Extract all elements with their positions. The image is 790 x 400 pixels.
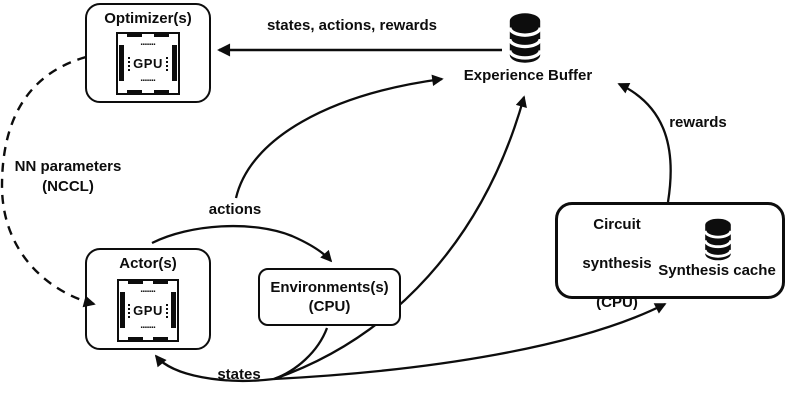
environments-node: Environments(s) (CPU) xyxy=(258,268,401,326)
edge-states-to-actor xyxy=(154,354,275,382)
actor-title: Actor(s) xyxy=(119,255,177,272)
circuit-synthesis-node: Circuit synthesis (CPU) Synthesis cache xyxy=(555,202,785,311)
database-icon xyxy=(508,13,542,63)
gpu-label: GPU xyxy=(128,303,168,318)
database-icon xyxy=(703,218,733,261)
edge-synthesis-to-buffer xyxy=(617,82,672,203)
circuit-synthesis-title: Circuit synthesis (CPU) xyxy=(582,216,652,311)
edge-actor-to-environments xyxy=(151,224,333,263)
edge-states-to-buffer xyxy=(273,95,527,381)
environments-title: Environments(s) xyxy=(270,279,389,296)
actor-node: Actor(s) GPU xyxy=(85,248,211,350)
gpu-chip-ring: GPU xyxy=(128,288,168,333)
gpu-chip-icon: GPU xyxy=(116,32,180,95)
edge-optimizer-to-actor-dashed xyxy=(0,55,96,308)
experience-buffer-label: Experience Buffer xyxy=(463,67,593,84)
actions-label: actions xyxy=(208,201,262,218)
gpu-chip-ring: GPU xyxy=(127,41,169,86)
edge-states-to-synthesis xyxy=(273,302,667,381)
nn-parameters-label: NN parameters(NCCL) xyxy=(14,158,122,195)
edge-actions-to-buffer xyxy=(234,74,444,199)
gpu-label: GPU xyxy=(128,56,168,71)
states-label: states xyxy=(217,366,261,383)
optimizer-node: Optimizer(s) GPU xyxy=(85,3,211,103)
gpu-chip-icon: GPU xyxy=(117,279,179,342)
optimizer-title: Optimizer(s) xyxy=(104,10,192,27)
environments-subtitle: (CPU) xyxy=(308,298,351,315)
synthesis-cache-label: Synthesis cache xyxy=(658,262,776,279)
rewards-label: rewards xyxy=(669,114,727,131)
states-actions-rewards-label: states, actions, rewards xyxy=(266,17,438,34)
